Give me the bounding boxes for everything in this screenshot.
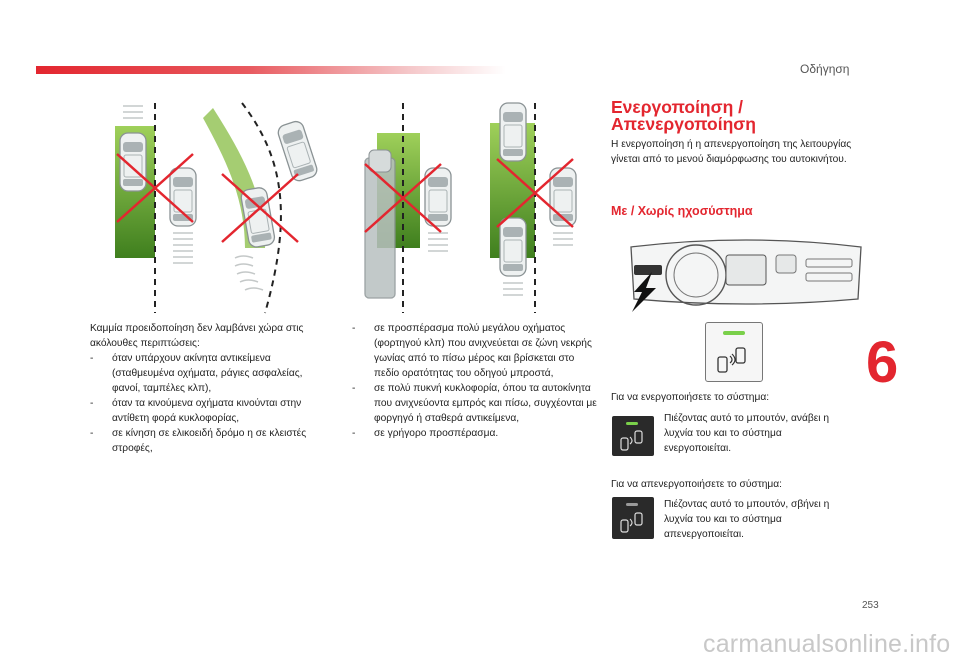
blind-spot-scenario-illustrations (115, 102, 577, 314)
section-title: Οδήγηση (800, 62, 850, 76)
exceptions-list-right: -σε προσπέρασμα πολύ μεγάλου οχήματος (φ… (352, 321, 597, 441)
blind-spot-button-closeup (705, 322, 763, 382)
led-on-indicator (626, 422, 638, 425)
scenario-winding-road (203, 102, 320, 314)
list-item: -σε προσπέρασμα πολύ μεγάλου οχήματος (φ… (352, 323, 592, 379)
list-item: -σε πολύ πυκνή κυκλοφορία, όπου τα αυτοκ… (352, 383, 597, 424)
header-bar (36, 66, 506, 74)
watermark: carmanualsonline.info (703, 630, 951, 658)
activate-description: Πιέζοντας αυτό το μπουτόν, ανάβει η λυχν… (664, 413, 830, 454)
scenario-large-vehicle (363, 103, 452, 313)
list-item: -όταν υπάρχουν ακίνητα αντικείμενα (σταθ… (90, 353, 303, 394)
activate-button-photo (612, 416, 654, 456)
dashboard-illustration (630, 239, 862, 306)
sub-heading: Με / Χωρίς ηχοσύστημα (611, 204, 753, 218)
list-item: -σε γρήγορο προσπέρασμα. (352, 428, 499, 439)
activate-label: Για να ενεργοποιήσετε το σύστημα: (611, 392, 770, 403)
exceptions-intro: Καμμία προειδοποίηση δεν λαμβάνει χώρα σ… (90, 323, 304, 349)
deactivate-label: Για να απενεργοποιήσετε το σύστημα: (611, 479, 782, 490)
scenario-dense-traffic (490, 102, 577, 313)
page-title: Ενεργοποίηση / Απενεργοποίηση (611, 97, 756, 134)
blind-spot-button-icon (620, 512, 643, 533)
page-number: 253 (862, 600, 879, 611)
deactivate-description: Πιέζοντας αυτό το μπουτόν, σβήνει η λυχν… (664, 499, 830, 540)
list-item: -σε κίνηση σε ελικοειδή δρόμο η σε κλεισ… (90, 428, 307, 454)
list-item: -όταν τα κινούμενα οχήματα κινούνται στη… (90, 398, 302, 424)
blind-spot-button-icon (620, 430, 643, 451)
led-indicator (723, 331, 745, 335)
exceptions-list-left: Καμμία προειδοποίηση δεν λαμβάνει χώρα σ… (90, 321, 330, 456)
led-off-indicator (626, 503, 638, 506)
scenario-stationary-objects (115, 103, 197, 313)
pointer-arrow-icon (632, 272, 656, 312)
blind-spot-button-icon (717, 347, 746, 373)
intro-text: Η ενεργοποίηση ή η απενεργοποίηση της λε… (611, 139, 852, 165)
deactivate-button-photo (612, 497, 654, 539)
chapter-number: 6 (866, 330, 899, 395)
